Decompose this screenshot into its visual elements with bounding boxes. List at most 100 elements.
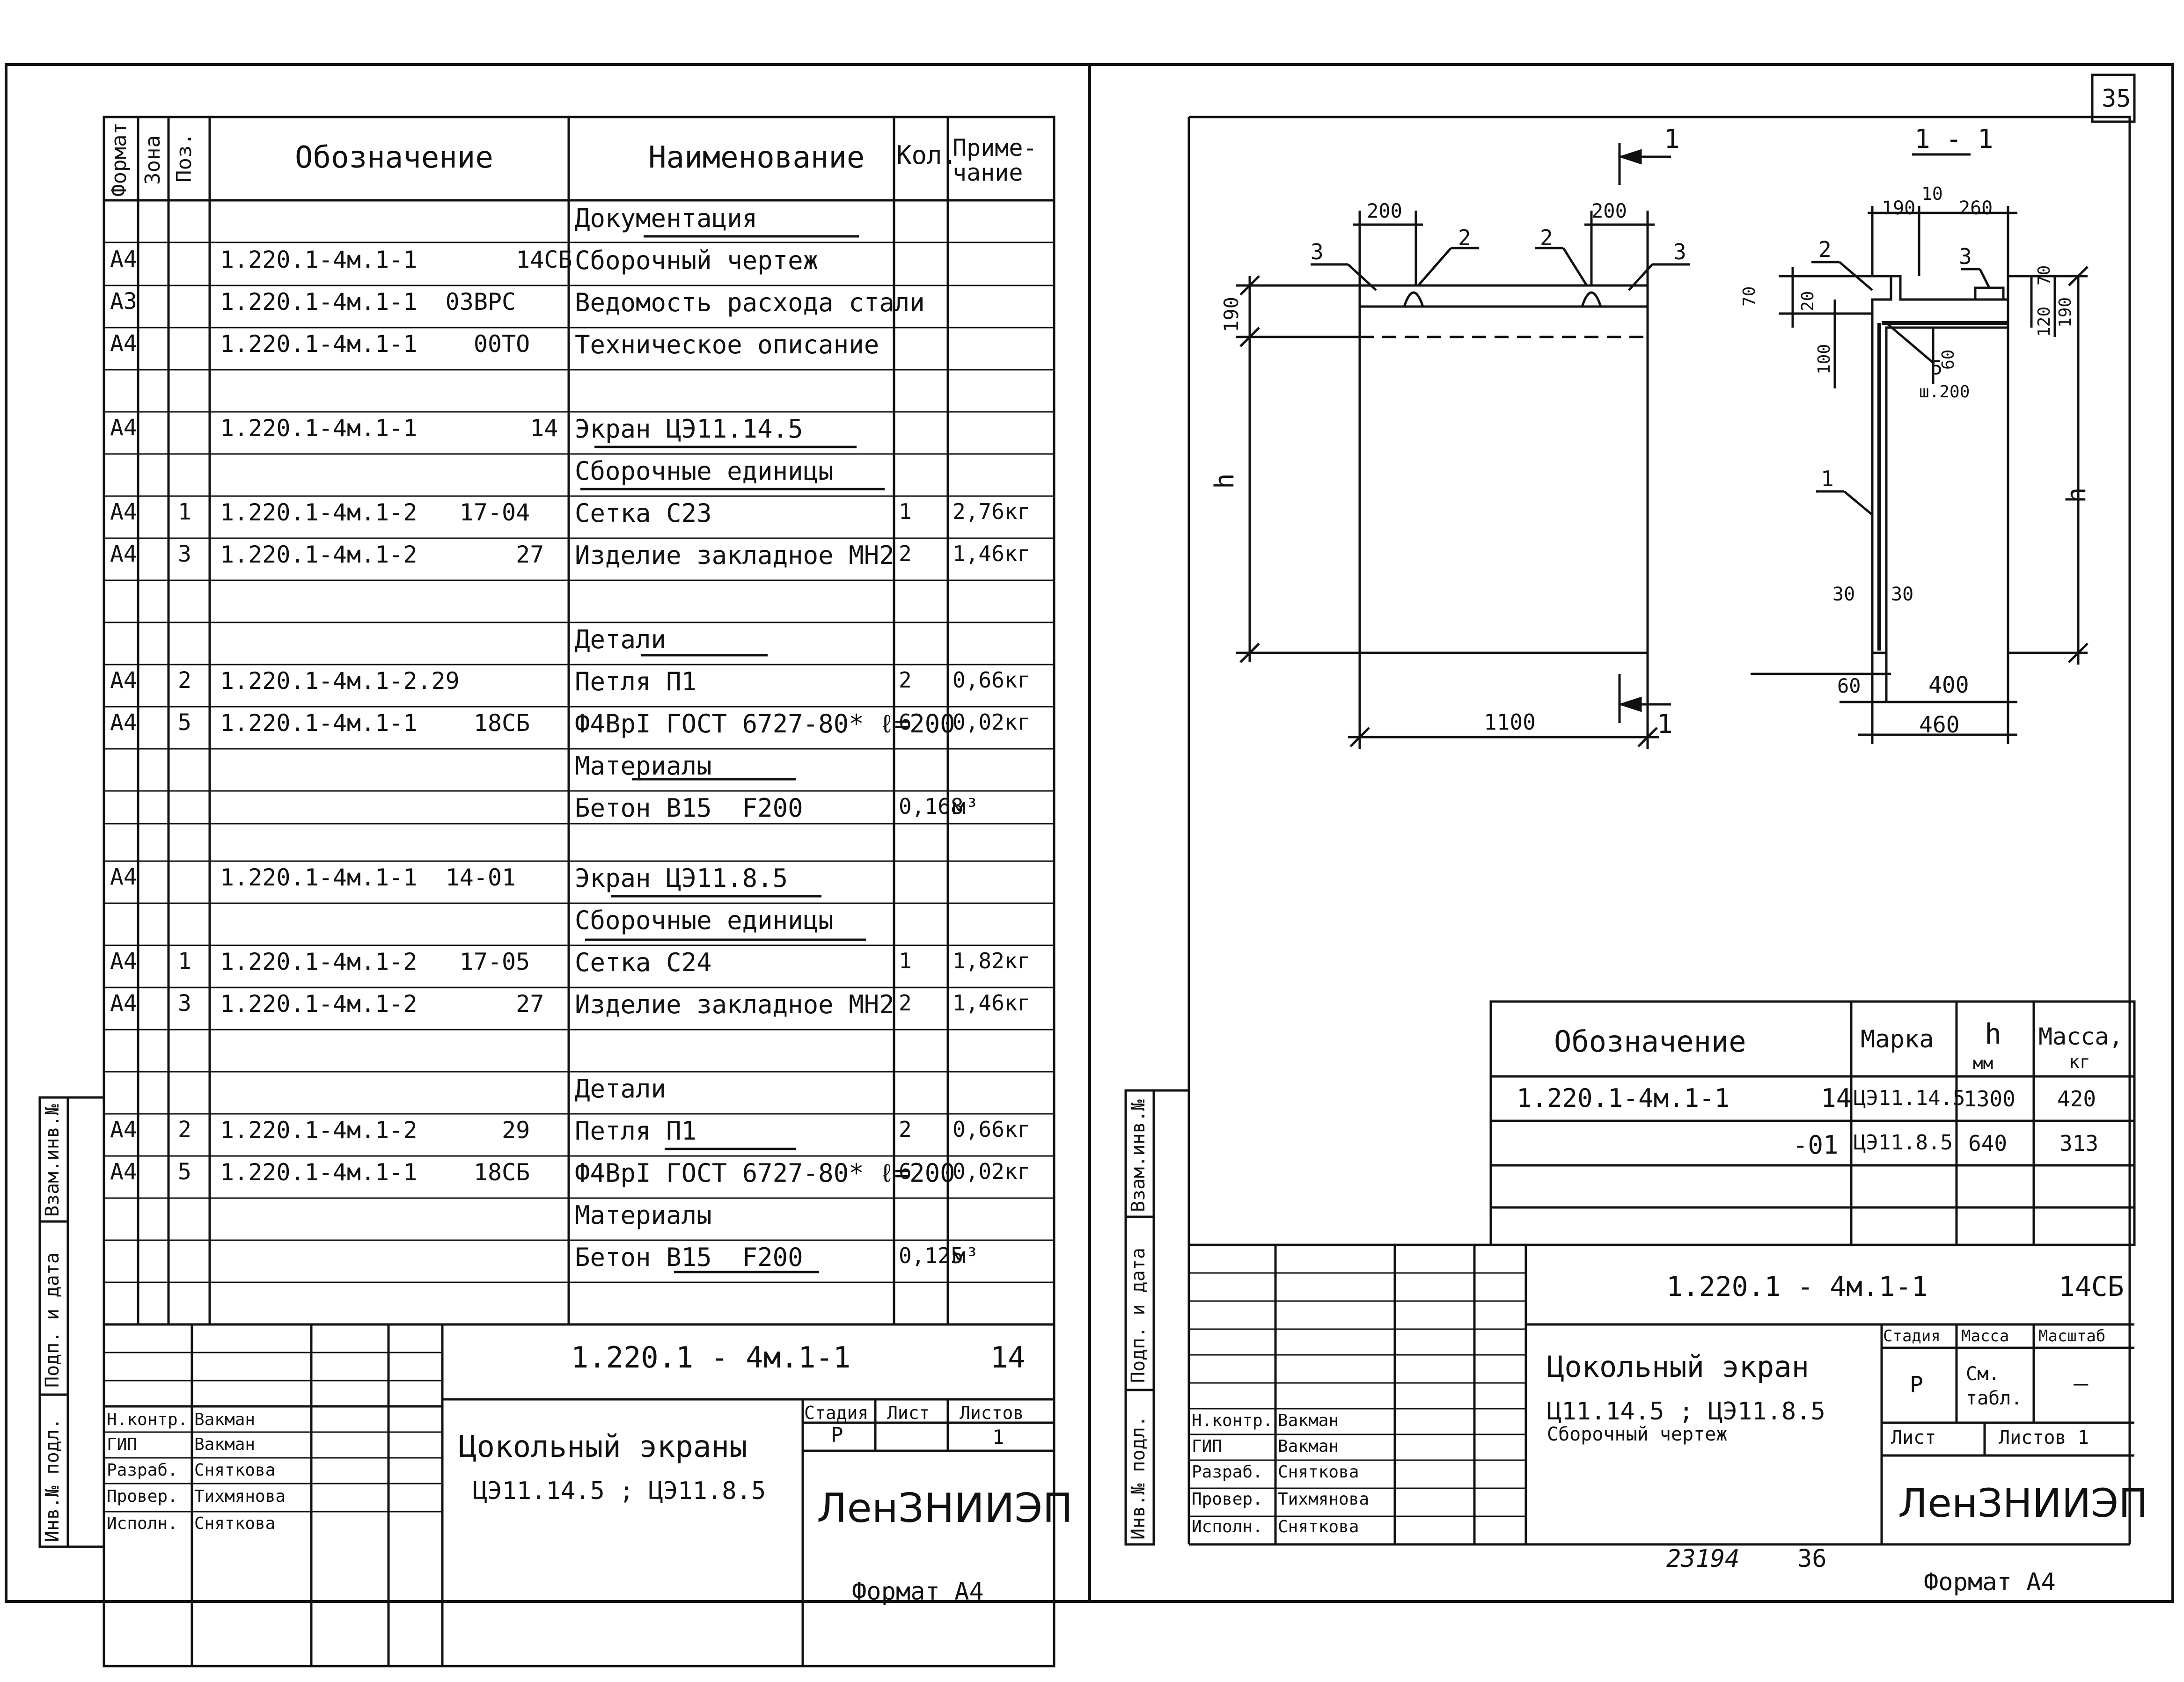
spec-note: м³ — [953, 794, 979, 819]
marks-hdr-mass-unit: кг — [2069, 1052, 2090, 1072]
role-label: Н.контр. — [1192, 1411, 1273, 1430]
dim-h-front: h — [1209, 473, 1240, 489]
dim-120: 120 — [2035, 306, 2054, 337]
hdr-designation: Обозначение — [295, 140, 493, 175]
spec-qty: 2 — [899, 990, 912, 1016]
hdr-qty: Кол. — [896, 140, 958, 170]
spec-note: 1,46кг — [953, 541, 1031, 566]
footer-page: 36 — [1797, 1545, 1827, 1573]
spec-pos: 3 — [178, 541, 191, 567]
marks-hdr-h-unit: мм — [1973, 1054, 1993, 1073]
spec-designation: 1.220.1-4м.1-1 14СБ — [220, 246, 572, 273]
spec-designation: 1.220.1-4м.1-1 18СБ — [220, 1159, 530, 1186]
spec-format: А4 — [110, 541, 137, 567]
callout-3-sec: 3 — [1959, 244, 1972, 269]
spec-name: Документация — [575, 204, 758, 233]
spec-format: А4 — [110, 415, 137, 441]
right-tb-mass-label: Масса — [1961, 1327, 2009, 1346]
dim-200-left: 200 — [1367, 199, 1402, 222]
spec-designation: 1.220.1-4м.1-2 27 — [220, 990, 544, 1017]
spec-name: Ф4ВрI ГОСТ 6727-80* ℓ=200 — [575, 1158, 955, 1188]
right-side-inv: Инв.№ подл. — [1128, 1416, 1149, 1540]
signer-name: Вакман — [194, 1410, 256, 1429]
spec-format: А4 — [110, 667, 137, 694]
spec-designation: 1.220.1-4м.1-1 18СБ — [220, 709, 530, 737]
dim-70-left: 70 — [1740, 286, 1759, 307]
spec-designation: 1.220.1-4м.1-2 29 — [220, 1117, 530, 1144]
dim-190-right: 190 — [2056, 297, 2075, 328]
spec-name: Экран ЦЭ11.8.5 — [575, 863, 788, 893]
spec-format: А4 — [110, 499, 137, 525]
spec-pos: 1 — [178, 948, 191, 974]
spec-format: А4 — [110, 948, 137, 974]
left-tb-title1: Цокольный экраны — [459, 1430, 748, 1464]
role-label: Исполн. — [107, 1514, 178, 1533]
spec-note: 1,82кг — [953, 948, 1031, 973]
spec-format: А4 — [110, 330, 137, 357]
spec-qty: 2 — [899, 1117, 912, 1142]
spec-pos: 3 — [178, 990, 191, 1017]
dim-20: 20 — [1798, 291, 1818, 311]
spec-qty: 2 — [899, 667, 912, 693]
spec-pos: 1 — [178, 499, 191, 525]
right-tb-scale: — — [2074, 1369, 2089, 1397]
signer-name: Сняткова — [194, 1461, 276, 1480]
dim-400: 400 — [1928, 672, 1969, 698]
right-tb-stage: Р — [1910, 1372, 1923, 1398]
marks-row1-designation: 1.220.1-4м.1-1 14 — [1517, 1083, 1852, 1113]
right-sheet-frame — [1088, 63, 2174, 1603]
hdr-note: Приме- чание — [953, 134, 1037, 186]
signer-name: Тихмянова — [1278, 1490, 1370, 1509]
left-side-vzam: Взам.инв.№ — [42, 1104, 63, 1217]
right-tb-stage-label: Стадия — [1883, 1327, 1941, 1346]
spec-qty: 0,168 — [899, 794, 964, 819]
dim-10: 10 — [1921, 183, 1943, 204]
spec-qty: 0,125 — [899, 1243, 964, 1268]
spec-designation: 1.220.1-4м.1-2 27 — [220, 541, 544, 568]
left-tb-stage: Р — [831, 1423, 843, 1447]
dim-h-sec: h — [2061, 487, 2092, 503]
right-format-note: Формат А4 — [1924, 1568, 2056, 1596]
footer-code: 23194 — [1666, 1545, 1740, 1573]
signer-name: Сняткова — [1278, 1463, 1359, 1482]
spec-name: Детали — [575, 1074, 667, 1104]
callout-5-sec: 5 — [1931, 356, 1943, 379]
marks-row2-mark: ЦЭ11.8.5 — [1854, 1131, 1953, 1155]
dim-70-right: 70 — [2035, 265, 2054, 285]
left-tb-sheets-label: Листов — [960, 1403, 1024, 1423]
right-tb-sheet-label: Лист — [1891, 1427, 1936, 1448]
callout-2-right: 2 — [1540, 225, 1553, 250]
dim-30-right: 30 — [1891, 584, 1914, 605]
spec-designation: 1.220.1-4м.1-2 17-04 — [220, 499, 530, 526]
spec-note: 0,66кг — [953, 1117, 1031, 1142]
marks-row1-h: 1300 — [1964, 1086, 2015, 1112]
hdr-name: Наименование — [648, 140, 865, 175]
spec-qty: 2 — [899, 541, 912, 566]
dim-60-sec: 60 — [1939, 349, 1958, 370]
left-tb-title2: ЦЭ11.14.5 ; ЦЭ11.8.5 — [473, 1477, 766, 1505]
spec-name: Петля П1 — [575, 667, 697, 696]
spec-pos: 2 — [178, 667, 191, 694]
section-mark-top: 1 — [1664, 124, 1680, 154]
spec-name: Бетон В15 F200 — [575, 1243, 803, 1272]
spec-pos: 5 — [178, 1159, 191, 1185]
marks-hdr-h: h — [1985, 1018, 2002, 1051]
left-side-podp: Подп. и дата — [42, 1252, 63, 1388]
spec-note: м³ — [953, 1243, 979, 1268]
spec-pos: 2 — [178, 1117, 191, 1143]
role-label: Провер. — [107, 1487, 178, 1506]
left-tb-stage-label: Стадия — [804, 1403, 869, 1423]
spec-name: Ф4ВрI ГОСТ 6727-80* ℓ=200 — [575, 709, 955, 739]
spec-name: Изделие закладное МН2 — [575, 541, 894, 570]
right-tb-title1: Цокольный экран — [1547, 1350, 1809, 1384]
role-label: Провер. — [1192, 1490, 1263, 1509]
left-tb-sheet-label: Лист — [887, 1403, 930, 1423]
right-tb-title2: Ц11.14.5 ; ЦЭ11.8.5 — [1547, 1397, 1825, 1426]
dim-100: 100 — [1815, 344, 1834, 374]
right-tb-org: ЛенЗНИИЭП — [1898, 1480, 2148, 1526]
spec-name: Сетка С24 — [575, 948, 712, 977]
spec-name: Сетка С23 — [575, 498, 712, 528]
spec-designation: 1.220.1-4м.1-2.29 — [220, 667, 460, 695]
spec-format: А4 — [110, 864, 137, 890]
dim-sh200: ш.200 — [1919, 382, 1970, 402]
